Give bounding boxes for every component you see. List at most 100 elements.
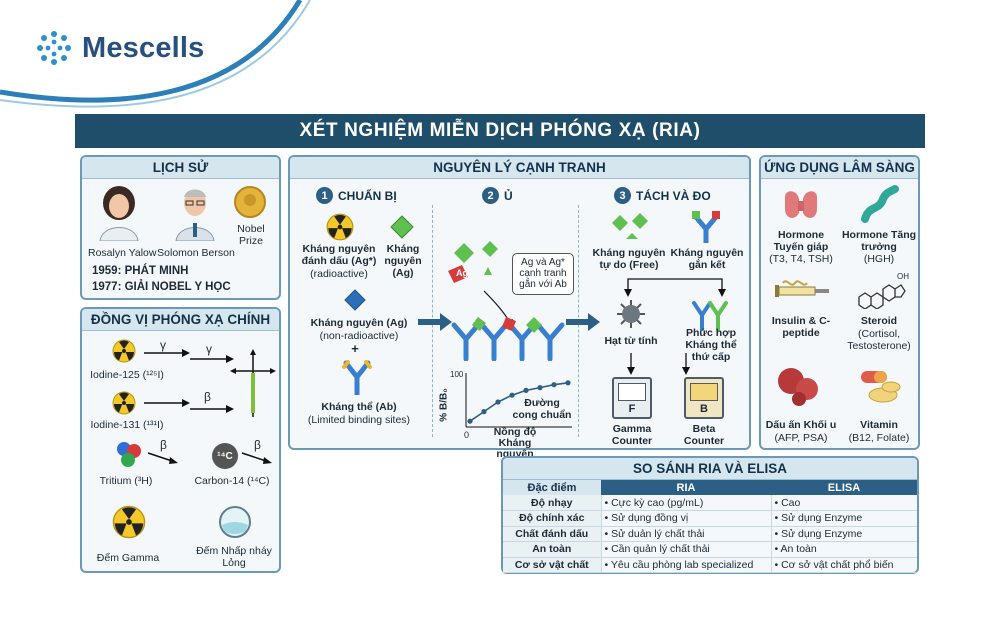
curve-label: Đường cong chuẩn: [512, 397, 572, 421]
free-antigen-label: Kháng nguyên tự do (Free): [592, 247, 666, 271]
table-row: An toàn• Cần quản lý chất thải• An toàn: [503, 541, 917, 558]
split-arrow-icon: [624, 278, 726, 297]
row-elisa: • Cao: [771, 495, 917, 511]
iodine-125-label: Iodine-125 (¹²⁵I): [90, 369, 164, 381]
secondary-complex-label: Phức hợp Kháng thể thứ cấp: [685, 327, 737, 363]
carbon-14-atom-icon: ¹⁴C: [212, 443, 238, 469]
row-feature: Cơ sở vật chất: [503, 557, 601, 573]
row-elisa: • Sử dụng Enzyme: [771, 526, 917, 542]
growth-hormone-sub: (HGH): [863, 253, 895, 265]
page-title: XÉT NGHIỆM MIỄN DỊCH PHÓNG XẠ (RIA): [75, 114, 925, 148]
beta-symbol-2: β: [160, 438, 167, 452]
isotopes-panel: ĐỒNG VỊ PHÓNG XẠ CHÍNH γ Iodine-125 (¹²⁵…: [80, 307, 281, 573]
row-elisa: • Sử dụng Enzyme: [771, 510, 917, 527]
row-ria: • Yêu cầu phòng lab specialized: [600, 557, 772, 573]
x-axis-origin: 0: [464, 430, 470, 440]
liquid-scintillation-label: Đếm Nhấp nháy Lỏng: [196, 545, 272, 569]
table-row: Cơ sở vật chất• Yêu cầu phòng lab specia…: [503, 557, 917, 573]
unlabeled-antigen-label: Kháng nguyên (Ag): [310, 317, 408, 329]
row-ria: • Cực kỳ cao (pg/mL): [600, 495, 772, 511]
oh-label: OH: [897, 272, 909, 281]
comparison-header: SO SÁNH RIA VÀ ELISA: [503, 458, 917, 480]
solomon-berson-portrait-icon: [175, 189, 215, 241]
labeled-antigen-icon: [326, 213, 354, 241]
labeled-antigen-label: Kháng nguyên đánh dấu (Ag*): [301, 243, 377, 267]
vitamin-sub: (B12, Folate): [848, 432, 910, 444]
y-axis-label: % B/B₀: [438, 388, 450, 422]
row-feature: Độ chính xác: [503, 510, 601, 527]
curve-point: [495, 399, 501, 405]
antibody-sub: (Limited binding sites): [307, 414, 411, 426]
step-3-number: 3: [614, 187, 631, 204]
bound-antigen-icon: [692, 211, 720, 243]
nobel-medal-icon: [234, 186, 266, 218]
beta-arrow-icon: [147, 452, 178, 464]
col-ria: RIA: [601, 480, 771, 495]
step-2-header: 2 Ủ: [482, 187, 513, 204]
applications-panel: ỨNG DỤNG LÂM SÀNG Hormone Tuyến giáp (T3…: [759, 155, 920, 450]
growth-hormone-molecule-icon: [861, 185, 899, 223]
beta-symbol: β: [204, 390, 211, 404]
curve-point: [565, 380, 571, 386]
col-elisa: ELISA: [771, 480, 917, 495]
magnetic-bead-icon: [617, 300, 645, 328]
down-arrow-icon: [682, 353, 690, 375]
incubation-competition-illustration: [448, 241, 565, 361]
curve-point: [509, 392, 515, 398]
antibody-icon: [342, 360, 372, 395]
row-feature: Chất đánh dấu: [503, 526, 601, 542]
beta-counter-device: B: [684, 377, 724, 419]
mescells-logo-icon: [37, 31, 71, 65]
table-row: Độ chính xác• Sử dụng đồng vị• Sử dụng E…: [503, 510, 917, 527]
gamma-counter-label: Gamma Counter: [611, 423, 653, 447]
gamma-path-arrow-icon: [190, 355, 234, 363]
labeled-antigen-sub: (radioactive): [310, 268, 368, 280]
gamma-arrow-icon: [144, 349, 190, 357]
history-event-1959: 1959: PHÁT MINH: [92, 265, 189, 277]
header-wave: [0, 0, 311, 108]
table-row: Chất đánh dấu• Sử duản lý chất thải• Sử …: [503, 526, 917, 542]
tritium-label: Tritium (³H): [99, 475, 153, 487]
person2-name: Solomon Berson: [157, 247, 235, 259]
comparison-table: Đặc điểm RIA ELISA Độ nhạy• Cực kỳ cao (…: [503, 480, 917, 573]
step-1-number: 1: [316, 187, 333, 204]
carbon-14-label: Carbon-14 (¹⁴C): [194, 475, 270, 487]
radiation-icon: [112, 391, 136, 415]
beta-counter-label: Beta Counter: [683, 423, 725, 447]
step-3-label: TÁCH VÀ ĐO: [636, 188, 711, 203]
brand-name: Mescells: [82, 31, 205, 64]
down-arrow-icon: [627, 353, 635, 375]
row-ria: • Sử duản lý chất thải: [600, 526, 772, 542]
gamma-symbol-2: γ: [206, 342, 212, 356]
step-3-header: 3 TÁCH VÀ ĐO: [614, 187, 711, 204]
magnetic-bead-label: Hạt từ tính: [604, 335, 658, 347]
tumor-cells-icon: [778, 368, 818, 406]
curve-point: [467, 418, 473, 424]
tumor-marker-sub: (AFP, PSA): [774, 432, 828, 444]
antibody-label: Kháng thể (Ab): [321, 401, 397, 413]
gamma-counter-f: F: [628, 403, 636, 415]
tritium-atom-icon: [117, 442, 141, 467]
principle-panel: NGUYÊN LÝ CẠNH TRANH 1 CHUẨN BỊ Kháng ng…: [288, 155, 751, 460]
steroid-sub: (Cortisol, Testosterone): [847, 328, 911, 352]
nobel-prize-label: Nobel Prize: [237, 223, 265, 247]
row-feature: An toàn: [503, 541, 601, 558]
brand-logo[interactable]: Mescells: [34, 28, 205, 68]
competition-callout-text: Ag và Ag* cạnh tranh gắn với Ab: [519, 257, 567, 290]
radiation-icon: [112, 339, 136, 363]
standard-curve-chart: [465, 373, 572, 428]
gamma-arrow-icon: [144, 399, 190, 407]
step-1-header: 1 CHUẨN BỊ: [316, 187, 397, 204]
tumor-marker-label: Dấu ấn Khối u: [765, 419, 837, 431]
col-feature: Đặc điểm: [503, 480, 601, 495]
vitamin-capsules-icon: [861, 371, 901, 403]
isotopes-header: ĐỒNG VỊ PHÓNG XẠ CHÍNH: [82, 309, 279, 331]
thyroid-icon: [785, 191, 817, 218]
rosalyn-yalow-portrait-icon: [99, 186, 139, 241]
insulin-syringe-icon: [775, 280, 829, 297]
table-row: Độ nhạy• Cực kỳ cao (pg/mL)• Cao: [503, 495, 917, 511]
antigen-diamond-icon: [390, 215, 414, 239]
row-elisa: • Cơ sở vật chất phổ biến: [771, 557, 917, 573]
curve-point: [481, 409, 487, 415]
person1-name: Rosalyn Yalow: [88, 247, 157, 259]
